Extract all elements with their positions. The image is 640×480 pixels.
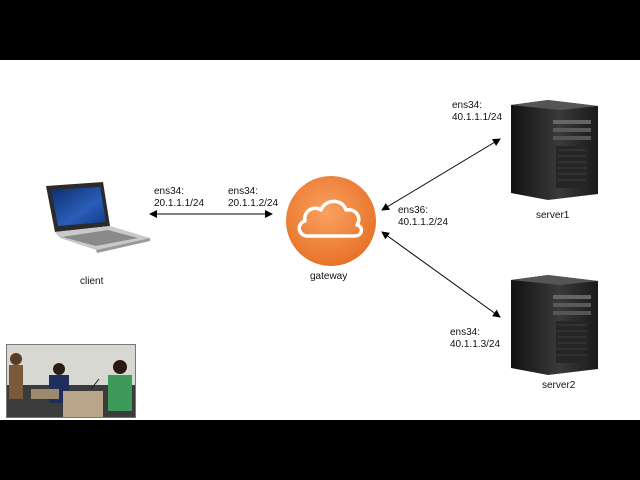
speaker-video-inset <box>6 344 136 418</box>
server2-label: server2 <box>542 380 576 391</box>
interface-ip: 40.1.1.2/24 <box>398 217 449 228</box>
client-interface-label: ens34:20.1.1.1/24 <box>154 186 204 210</box>
link-gateway-server1 <box>381 138 501 211</box>
interface-name: ens36: <box>398 205 429 216</box>
link-gateway-server2 <box>381 231 501 318</box>
server1-interface-label: ens34:40.1.1.1/24 <box>452 100 502 124</box>
gateway-server-interface-label: ens36:40.1.1.2/24 <box>398 205 448 229</box>
interface-name: ens34: <box>452 100 483 111</box>
gateway-client-interface-label: ens34:20.1.1.2/24 <box>228 186 278 210</box>
interface-ip: 20.1.1.1/24 <box>154 198 205 209</box>
laptop-icon <box>46 182 150 253</box>
interface-name: ens34: <box>154 186 185 197</box>
gateway-label: gateway <box>310 271 348 282</box>
client-label: client <box>80 276 104 287</box>
letterbox-bottom <box>0 420 640 480</box>
interface-ip: 20.1.1.2/24 <box>228 198 279 209</box>
server-tower-icon <box>511 275 598 375</box>
interface-name: ens34: <box>450 327 481 338</box>
server2-interface-label: ens34:40.1.1.3/24 <box>450 327 500 351</box>
diagram-slide: client gateway server1 server2 ens34:20.… <box>0 60 640 420</box>
interface-ip: 40.1.1.3/24 <box>450 339 501 350</box>
server-tower-icon <box>511 100 598 200</box>
interface-ip: 40.1.1.1/24 <box>452 112 503 123</box>
cloud-icon <box>286 176 376 266</box>
speaker-camera-feed <box>7 345 135 417</box>
interface-name: ens34: <box>228 186 259 197</box>
network-diagram <box>46 100 598 375</box>
letterbox-top <box>0 0 640 60</box>
server1-label: server1 <box>536 210 570 221</box>
